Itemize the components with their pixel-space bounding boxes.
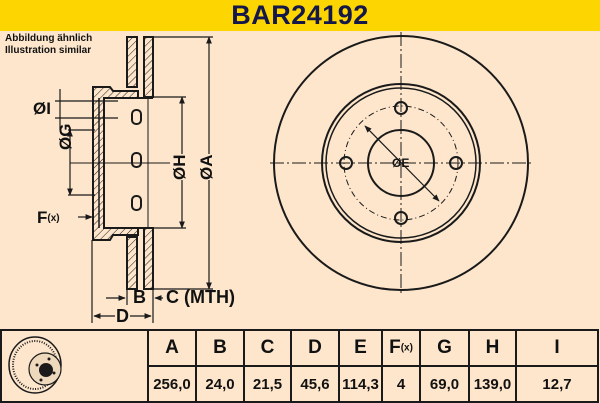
label-f-sub: (x) (47, 213, 60, 225)
spec-header-row: A B C D E F(x) G H I (0, 329, 599, 403)
disc-image-cell (0, 329, 149, 403)
label-dia-h-text: ØH (170, 154, 189, 181)
label-dia-g: ØG (56, 124, 76, 150)
label-dia-g-text: ØG (56, 123, 75, 150)
value-e: 114,3 (338, 365, 383, 403)
value-a: 256,0 (147, 365, 197, 403)
label-f: F(x) (37, 208, 60, 228)
technical-drawing (55, 32, 532, 323)
col-header-b: B (195, 329, 245, 367)
col-header-a: A (147, 329, 197, 367)
value-b: 24,0 (195, 365, 245, 403)
col-header-e: E (338, 329, 383, 367)
spec-value-row: 256,0 24,0 21,5 45,6 114,3 4 69,0 139,0 … (1, 365, 599, 403)
header-bar: BAR24192 (0, 0, 600, 31)
side-section-view (70, 36, 170, 290)
label-dia-h: ØH (170, 154, 190, 181)
label-d: D (115, 306, 130, 327)
col-header-d: D (290, 329, 340, 367)
col-header-f-sub: (x) (400, 342, 413, 354)
value-f: 4 (381, 365, 421, 403)
part-number-title: BAR24192 (231, 0, 369, 30)
col-header-f-text: F (389, 337, 401, 358)
label-dia-a: ØA (197, 154, 217, 181)
col-header-g: G (419, 329, 470, 367)
illustration-note: Abbildung ähnlich Illustration similar (5, 33, 92, 57)
col-header-f: F(x) (381, 329, 421, 367)
label-f-text: F (37, 208, 48, 227)
label-c-mth: C (MTH) (166, 287, 235, 307)
label-b: B (133, 287, 146, 307)
spec-table: A B C D E F(x) G H I 256,0 24,0 21,5 45,… (0, 329, 599, 403)
value-g: 69,0 (419, 365, 470, 403)
col-header-i: I (515, 329, 599, 367)
brake-disc-icon (7, 336, 62, 394)
note-english: Illustration similar (5, 45, 92, 56)
value-i: 12,7 (515, 365, 599, 403)
col-header-h: H (468, 329, 517, 367)
note-german: Abbildung ähnlich (5, 33, 93, 44)
value-d: 45,6 (290, 365, 340, 403)
label-dia-e: ØE (392, 156, 410, 170)
label-dia-a-text: ØA (197, 154, 216, 181)
front-view (270, 32, 532, 296)
value-c: 21,5 (243, 365, 292, 403)
value-h: 139,0 (468, 365, 517, 403)
label-dia-i: ØI (33, 99, 51, 118)
col-header-c: C (243, 329, 292, 367)
